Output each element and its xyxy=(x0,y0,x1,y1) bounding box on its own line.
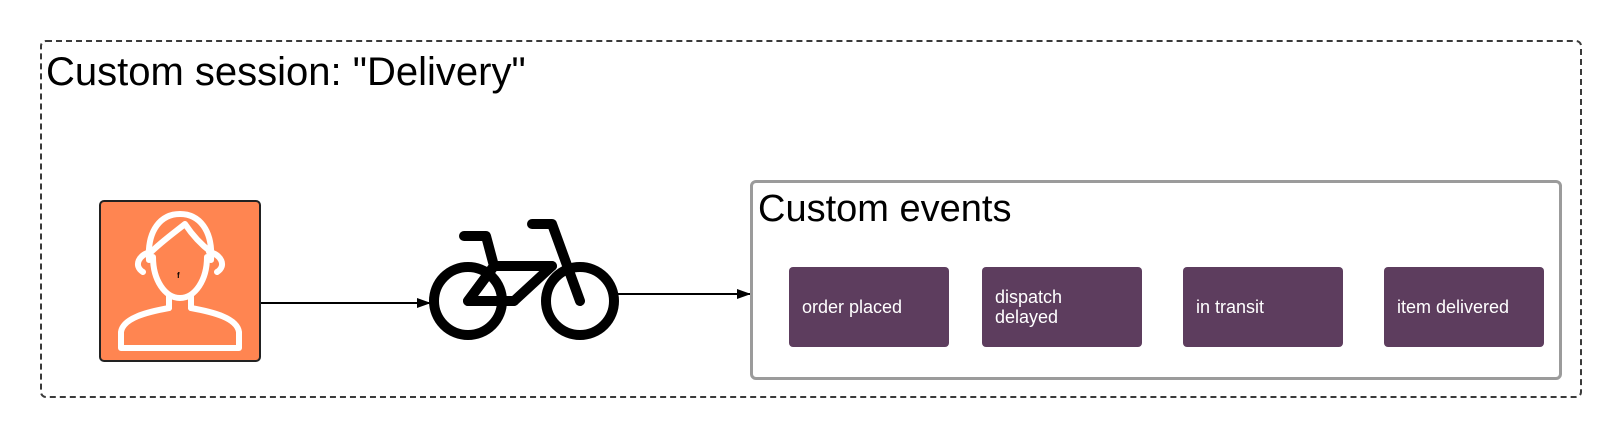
event-order-placed: order placed xyxy=(789,267,949,347)
event-in-transit: in transit xyxy=(1183,267,1343,347)
event-label: item delivered xyxy=(1397,297,1510,317)
session-title: Custom session: "Delivery" xyxy=(46,50,526,94)
user-node: f xyxy=(99,200,261,362)
events-title: Custom events xyxy=(758,188,1012,230)
event-label: in transit xyxy=(1196,297,1265,317)
event-item-delivered: item delivered xyxy=(1384,267,1544,347)
event-dispatch-delayed: dispatch delayed xyxy=(982,267,1142,347)
session-container xyxy=(40,40,1582,398)
event-label: dispatch delayed xyxy=(995,287,1063,327)
svg-text:f: f xyxy=(177,271,180,280)
bicycle-icon xyxy=(429,219,619,340)
user-icon: f xyxy=(118,211,242,351)
event-label: order placed xyxy=(802,297,903,317)
